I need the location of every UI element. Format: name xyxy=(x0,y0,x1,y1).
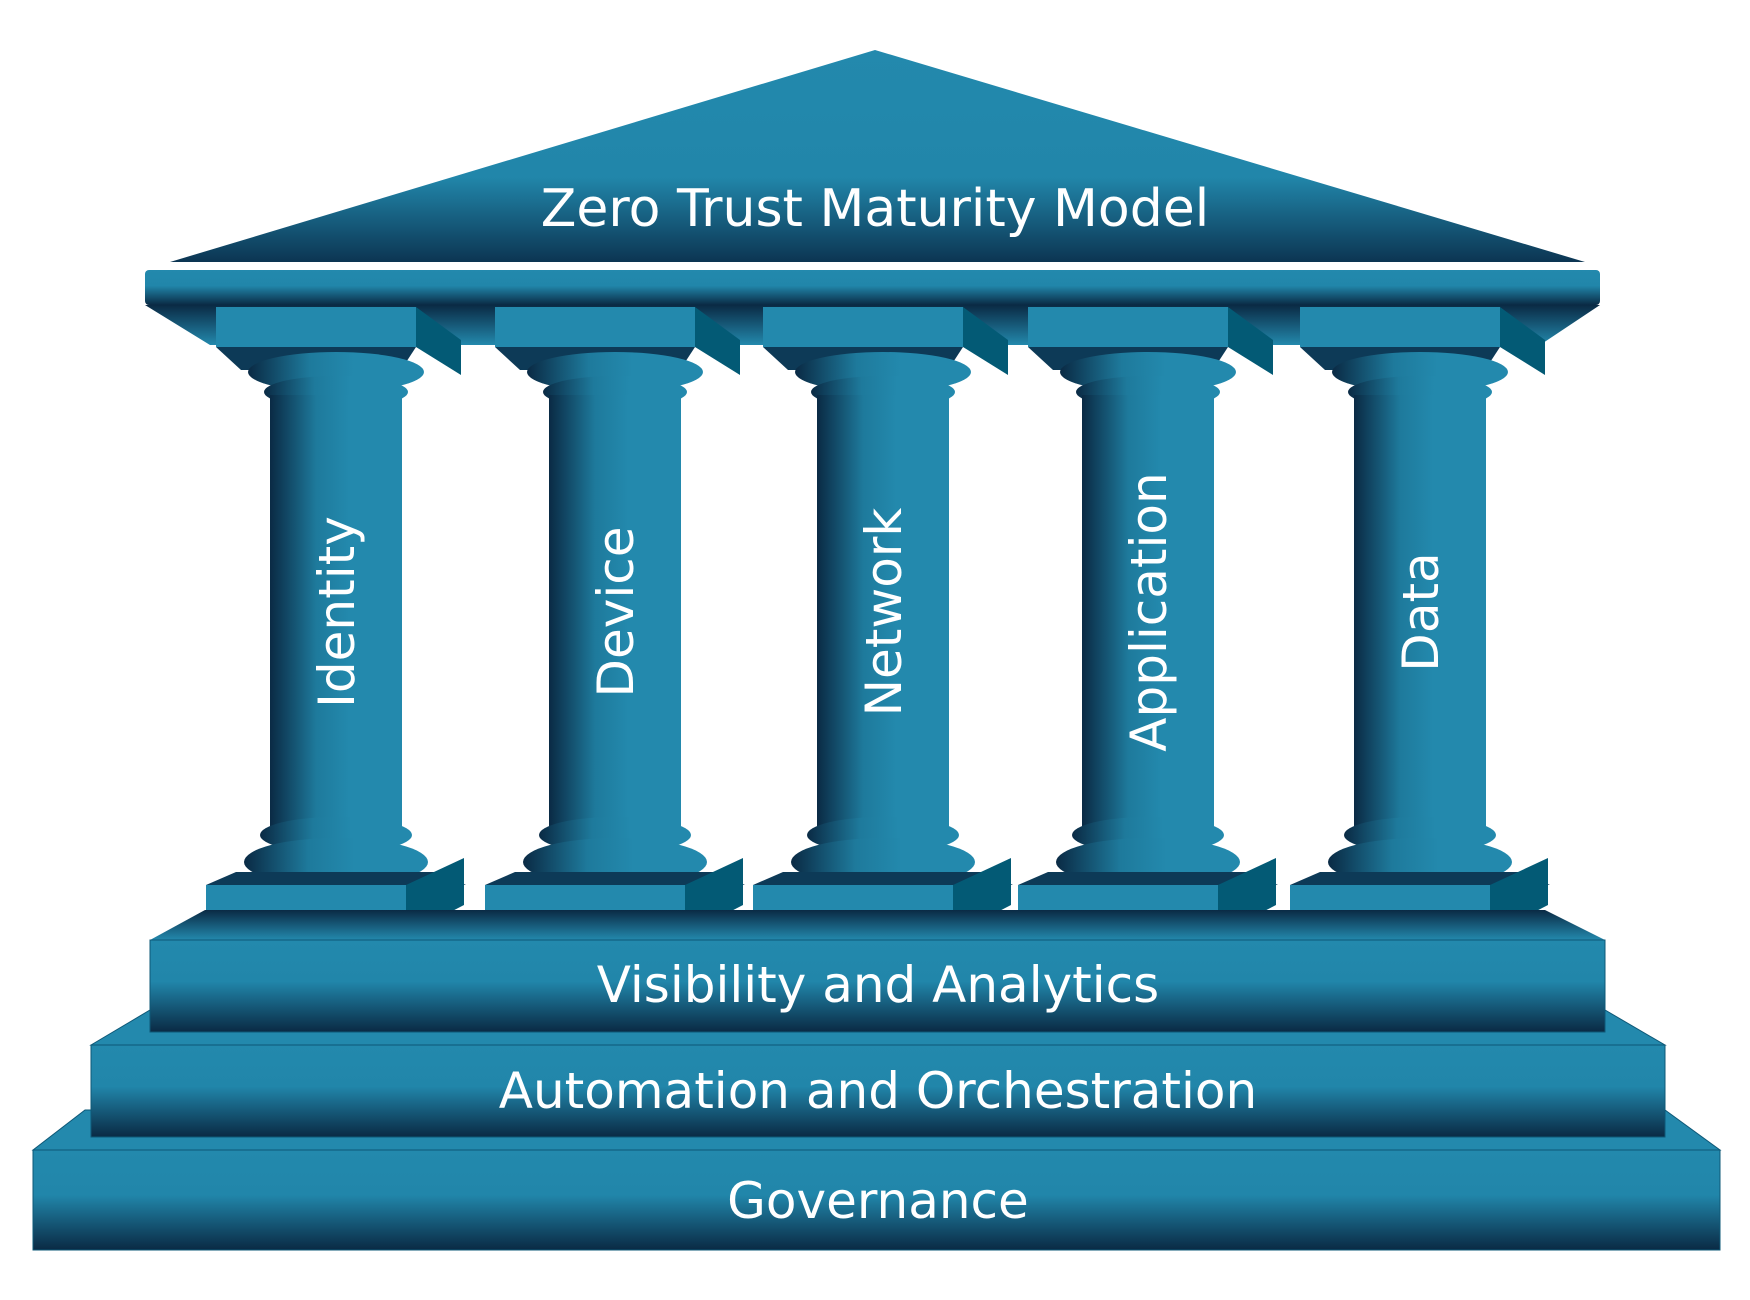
pillar-label-application: Application xyxy=(1120,472,1178,751)
capital-block xyxy=(1300,307,1500,347)
column-shaft xyxy=(1082,395,1214,830)
pillar-label-device: Device xyxy=(587,527,645,698)
pillars: Identity Device Network Application Data xyxy=(206,307,1550,935)
capital-side xyxy=(963,307,1008,375)
pillar-device: Device xyxy=(485,307,745,935)
step-governance xyxy=(32,1149,1721,1251)
plinth-top xyxy=(1018,872,1278,885)
column-shaft xyxy=(549,395,681,830)
model-title: Zero Trust Maturity Model xyxy=(541,179,1209,239)
pillar-identity: Identity xyxy=(206,307,466,935)
plinth-top xyxy=(753,872,1013,885)
step-automation xyxy=(90,1044,1666,1138)
pillar-data: Data xyxy=(1290,307,1550,935)
roof-pediment xyxy=(170,50,1585,262)
roof-cornice xyxy=(145,270,1600,305)
foundations: Visibility and Analytics Automation and … xyxy=(31,910,1722,1251)
capital-block xyxy=(763,307,963,347)
foundation-label-automation: Automation and Orchestration xyxy=(499,1062,1257,1120)
capital-block xyxy=(495,307,695,347)
step-visibility xyxy=(149,939,1606,1033)
capital-side xyxy=(416,307,461,375)
pillar-label-network: Network xyxy=(855,508,913,717)
roof: Zero Trust Maturity Model xyxy=(145,50,1600,345)
capital-side xyxy=(1228,307,1273,375)
pillar-network: Network xyxy=(753,307,1013,935)
plinth-top xyxy=(206,872,466,885)
column-shaft xyxy=(1354,395,1486,830)
capital-block xyxy=(1028,307,1228,347)
plinth-top xyxy=(1290,872,1550,885)
step-visibility-top xyxy=(150,910,1605,940)
pillar-label-data: Data xyxy=(1392,552,1450,671)
pillar-application: Application xyxy=(1018,307,1278,935)
capital-block xyxy=(216,307,416,347)
foundation-label-governance: Governance xyxy=(727,1172,1029,1230)
capital-side xyxy=(1500,307,1545,375)
capital-side xyxy=(695,307,740,375)
pillar-label-identity: Identity xyxy=(308,516,366,708)
plinth-top xyxy=(485,872,745,885)
column-shaft xyxy=(270,395,402,830)
foundation-label-visibility: Visibility and Analytics xyxy=(597,956,1159,1014)
column-shaft xyxy=(817,395,949,830)
